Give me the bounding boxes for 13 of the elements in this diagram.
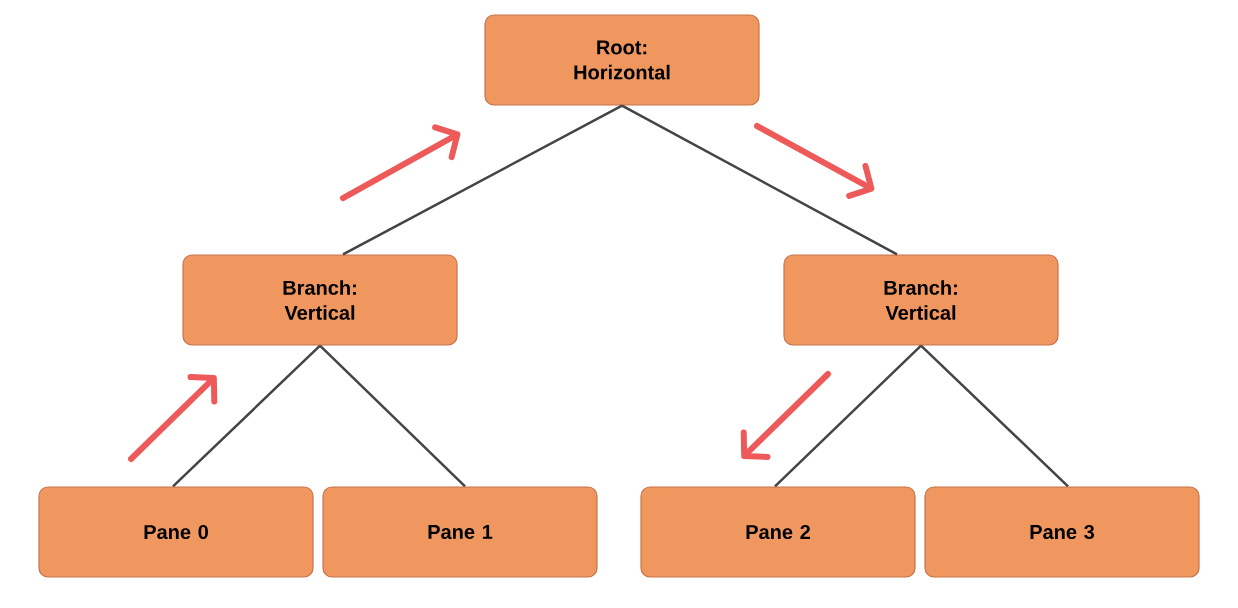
tree-node-box: Pane 3 (924, 486, 1200, 578)
tree-edge (920, 344, 1069, 488)
tree-edge (172, 344, 321, 488)
tree-edge (319, 344, 466, 488)
tree-node-box: Pane 2 (640, 486, 916, 578)
tree-node-box: Branch: Vertical (783, 254, 1059, 346)
tree-node-box: Branch: Vertical (182, 254, 458, 346)
tree-node-box: Pane 0 (38, 486, 314, 578)
tree-node-box: Root: Horizontal (484, 14, 760, 106)
tree-edge (342, 104, 623, 256)
tree-edge (621, 104, 898, 256)
tree-edge (774, 344, 922, 488)
tree-node-box: Pane 1 (322, 486, 598, 578)
